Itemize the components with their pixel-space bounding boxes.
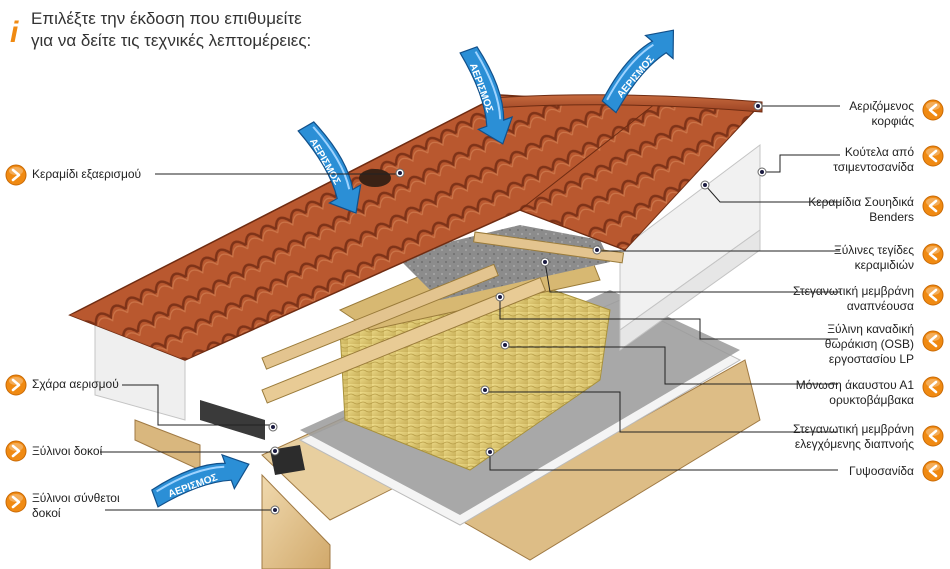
instruction-header: i Επιλέξτε την έκδοση που επιθυμείτε για… <box>6 8 406 52</box>
instruction-line-2: για να δείτε τις τεχνικές λεπτομέρειες: <box>31 31 312 50</box>
right-8-marker-core <box>488 450 492 454</box>
ventilated-ridge <box>489 94 763 113</box>
right-callout-button-2[interactable] <box>922 195 944 217</box>
right-5-leader-line <box>499 297 838 340</box>
label-line: Κεραμίδι εξαερισμού <box>32 167 142 181</box>
label-line: εργοστασίου LP <box>828 352 914 366</box>
right-4-marker-core <box>543 260 547 264</box>
right-callout-button-3[interactable] <box>922 243 944 265</box>
label-line: Ξύλινες τεγίδες <box>833 243 914 257</box>
left-label-0[interactable]: Κεραμίδι εξαερισμού <box>32 167 141 182</box>
left-label-2[interactable]: Ξύλινοι δοκοί <box>32 444 102 459</box>
right-callout-button-0[interactable] <box>922 99 944 121</box>
left-callout-button-0[interactable] <box>5 164 27 186</box>
left-0-marker-core <box>398 171 402 175</box>
label-line: ορυκτοβάμβακα <box>829 393 914 407</box>
ventilation-tile <box>359 169 391 187</box>
right-2-leader-line <box>704 184 840 203</box>
label-line: κεραμιδιών <box>854 258 914 272</box>
right-4-leader-line <box>544 261 840 293</box>
label-line: αναπνέουσα <box>846 299 914 313</box>
label-line: Αεριζόμενος <box>849 99 914 113</box>
right-1-leader-line <box>762 154 840 173</box>
label-line: ελεγχόμενης διαπνοής <box>794 437 914 451</box>
right-3-marker-core <box>595 248 599 252</box>
label-line: Ξύλινη καναδική <box>827 322 914 336</box>
label-line: Ξύλινοι σύνθετοι <box>32 491 120 505</box>
label-line: Στεγανωτική μεμβράνη <box>792 422 914 436</box>
label-line: Σχάρα αερισμού <box>32 377 119 391</box>
left-label-1[interactable]: Σχάρα αερισμού <box>32 377 119 392</box>
right-0-marker-core <box>756 104 760 108</box>
label-line: Στεγανωτική μεμβράνη <box>792 284 914 298</box>
label-line: Κεραμίδια Σουηδικά <box>808 195 914 209</box>
label-line: τσιμεντοσανίδα <box>833 160 914 174</box>
left-2-marker-core <box>273 449 277 453</box>
right-callout-button-1[interactable] <box>922 145 944 167</box>
wooden-beam-front <box>134 419 201 471</box>
cement-board-fascia <box>619 229 761 351</box>
label-line: Ξύλινοι δοκοί <box>32 444 103 458</box>
right-7-leader-line <box>485 391 838 433</box>
right-label-8[interactable]: Γυψοσανίδα <box>849 464 914 479</box>
left-callout-button-1[interactable] <box>5 374 27 396</box>
tile-batten <box>473 231 625 264</box>
label-line: Κούτελα από <box>844 145 914 159</box>
left-3-marker-core <box>273 508 277 512</box>
right-callout-button-4[interactable] <box>922 284 944 306</box>
label-line: Γυψοσανίδα <box>848 464 914 478</box>
label-line: κορφιάς <box>871 114 914 128</box>
right-callout-button-6[interactable] <box>922 376 944 398</box>
roof-tiles-edge <box>70 280 270 360</box>
label-line: Benders <box>869 210 914 224</box>
right-callout-button-8[interactable] <box>922 460 944 482</box>
label-line: δοκοί <box>32 506 61 520</box>
label-line: θωράκιση (OSB) <box>824 337 914 351</box>
right-callout-button-7[interactable] <box>922 425 944 447</box>
right-7-marker-core <box>483 388 487 392</box>
airflow-arrow-icon: ΑΕΡΙΣΜΟΣ <box>151 453 250 508</box>
right-6-leader-line <box>505 346 838 385</box>
right-callout-button-5[interactable] <box>922 330 944 352</box>
instruction-text: Επιλέξτε την έκδοση που επιθυμείτε για ν… <box>31 8 311 52</box>
left-1-leader-line <box>122 384 273 426</box>
left-callout-button-2[interactable] <box>5 440 27 462</box>
label-line: Μόνωση άκαυστου Α1 <box>795 378 914 392</box>
wooden-beam-bottom <box>261 473 331 569</box>
ventilation-grille <box>200 400 265 440</box>
left-callout-button-3[interactable] <box>5 491 27 513</box>
right-6-marker-core <box>503 343 507 347</box>
instruction-line-1: Επιλέξτε την έκδοση που επιθυμείτε <box>31 9 302 28</box>
info-icon: i <box>10 16 19 48</box>
left-1-marker-core <box>271 425 275 429</box>
right-2-marker-core <box>703 183 707 187</box>
right-5-marker-core <box>498 295 502 299</box>
tile-batten <box>261 276 547 404</box>
svg-text:i: i <box>10 16 19 48</box>
right-1-marker-core <box>760 170 764 174</box>
right-8-leader-line <box>489 452 838 471</box>
tile-batten <box>261 263 499 370</box>
